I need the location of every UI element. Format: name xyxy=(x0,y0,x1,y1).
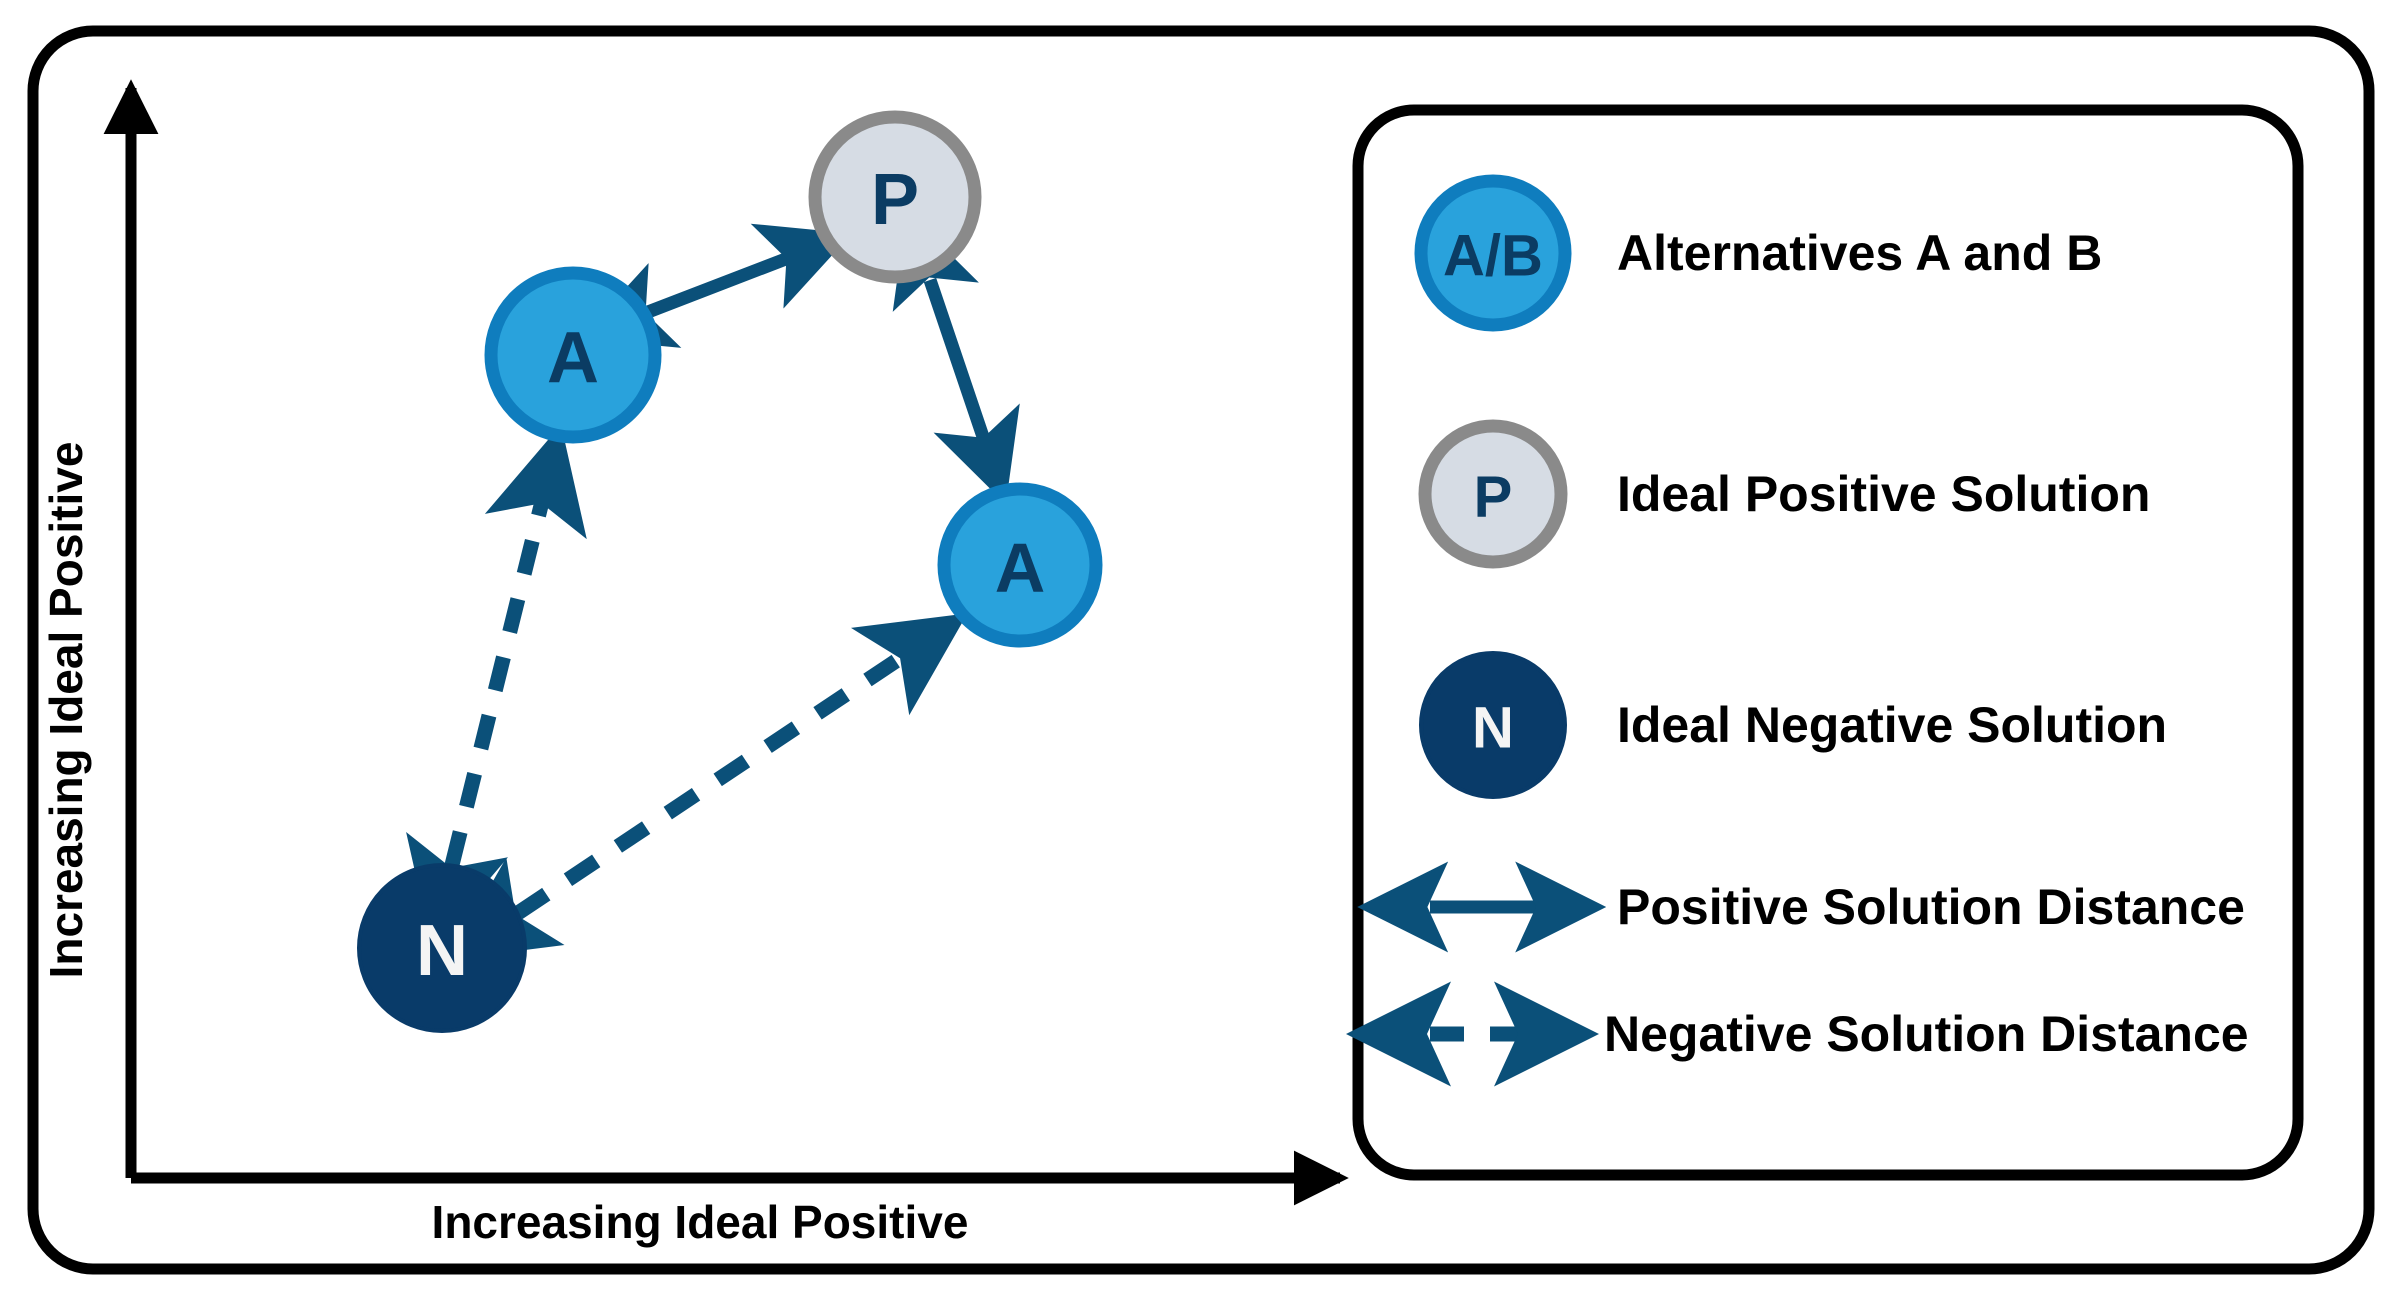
legend-item-negative-distance[interactable]: Negative Solution Distance xyxy=(1345,981,2249,1087)
node-ideal-positive-label: P xyxy=(871,160,919,240)
legend-panel: A/B Alternatives A and B P Ideal Positiv… xyxy=(1345,104,2304,1181)
connector-p-to-a-right xyxy=(892,211,1020,505)
legend-marker-label: P xyxy=(1474,465,1513,530)
legend-item-ideal-positive[interactable]: P Ideal Positive Solution xyxy=(1418,419,2150,569)
legend-item-label: Alternatives A and B xyxy=(1617,225,2102,281)
legend-item-label: Negative Solution Distance xyxy=(1604,1006,2249,1062)
legend-marker-label: A/B xyxy=(1443,224,1543,289)
node-alt-a-right[interactable]: A xyxy=(937,482,1103,648)
legend-item-label: Ideal Negative Solution xyxy=(1617,697,2167,753)
node-circle xyxy=(808,110,982,284)
connector-a-left-to-p xyxy=(580,223,852,348)
connector-n-to-a-left xyxy=(406,424,587,947)
legend-marker-label: N xyxy=(1472,696,1514,761)
connectors-group xyxy=(406,211,1020,960)
axes-group xyxy=(103,79,1349,1206)
y-axis-label: Increasing Ideal Positive xyxy=(40,442,92,979)
node-ideal-negative-label: N xyxy=(416,911,468,991)
legend-item-positive-distance[interactable]: Positive Solution Distance xyxy=(1357,861,2245,953)
legend-item-label: Positive Solution Distance xyxy=(1617,879,2245,935)
outer-frame xyxy=(27,25,2375,1275)
legend-item-ideal-negative[interactable]: N Ideal Negative Solution xyxy=(1419,651,2167,799)
node-alt-a-right-label: A xyxy=(995,529,1046,607)
node-ideal-negative[interactable]: N xyxy=(357,863,527,1033)
connector-n-to-a-right xyxy=(448,613,968,960)
node-ideal-positive[interactable]: P xyxy=(808,110,982,284)
legend-frame xyxy=(1352,104,2304,1181)
node-circle xyxy=(484,266,662,444)
legend-item-label: Ideal Positive Solution xyxy=(1617,466,2150,522)
legend-marker-circle xyxy=(1418,419,1568,569)
x-axis-label: Increasing Ideal Positive xyxy=(432,1196,969,1248)
legend-item-alternatives[interactable]: A/B Alternatives A and B xyxy=(1414,174,2102,332)
legend-marker-circle xyxy=(1419,651,1567,799)
node-alt-a-left-label: A xyxy=(547,318,599,398)
node-circle xyxy=(937,482,1103,648)
node-circle xyxy=(357,863,527,1033)
node-alt-a-left[interactable]: A xyxy=(484,266,662,444)
legend-marker-circle xyxy=(1414,174,1572,332)
